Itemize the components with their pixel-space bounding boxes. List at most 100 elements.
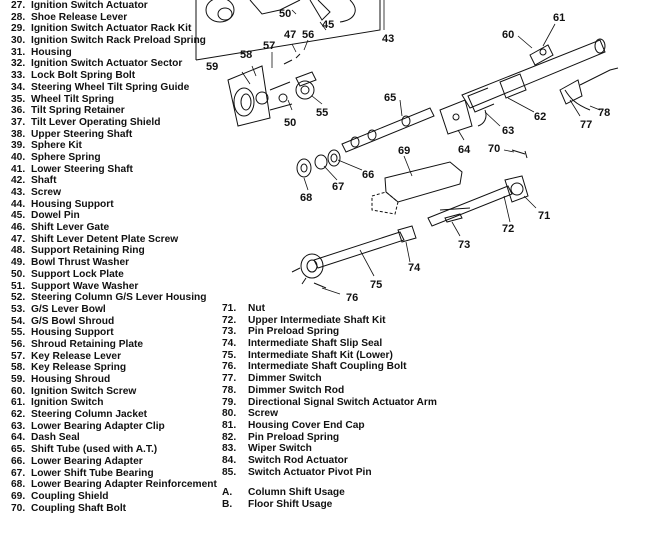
legend-number: 56.	[11, 338, 26, 350]
legend-number: 65.	[11, 444, 26, 456]
legend-item: 27.Ignition Switch Actuator	[11, 0, 217, 12]
legend-item: 82.Pin Preload Spring	[222, 432, 437, 444]
callout-45: 45	[322, 19, 334, 31]
callout-65: 65	[384, 92, 396, 104]
legend-item: 49.Bowl Thrust Washer	[11, 257, 217, 269]
legend-number: 43.	[11, 187, 26, 198]
legend-text: Nut	[248, 303, 265, 314]
legend-number: A.	[222, 487, 233, 498]
legend-item: 79.Directional Signal Switch Actuator Ar…	[222, 397, 437, 409]
legend-item: 47.Shift Lever Detent Plate Screw	[11, 234, 217, 246]
legend-number: 41.	[11, 163, 26, 175]
callout-71: 71	[538, 210, 550, 222]
dash-seal-64	[439, 99, 487, 135]
housing-shroud-59	[227, 53, 317, 127]
legend-item: 48. Support Retaining Ring	[11, 245, 217, 257]
legend-item: 80.Screw	[222, 408, 437, 420]
legend-item: 57.Key Release Lever	[11, 351, 217, 363]
legend-number: 63.	[11, 420, 26, 432]
legend-text: Directional Signal Switch Actuator Arm	[248, 396, 437, 408]
callout-62: 62	[534, 111, 546, 123]
legend-number: 35.	[11, 93, 26, 105]
legend-number: 55.	[11, 327, 26, 339]
callout-59: 59	[206, 61, 218, 73]
callout-60: 60	[502, 29, 514, 41]
legend-text: G/S Bowl Shroud	[31, 315, 115, 327]
legend-text: Screw	[248, 408, 279, 420]
legend-text: Lower Bearing Adapter Reinforcement	[31, 479, 217, 491]
legend-item: 72.Upper Intermediate Shaft Kit	[222, 315, 437, 327]
legend-item: 68.Lower Bearing Adapter Reinforcement	[11, 479, 217, 491]
legend-item: 32.Ignition Switch Actuator Sector	[11, 58, 217, 70]
legend-number: 62.	[11, 409, 26, 421]
legend-text: Support Lock Plate	[31, 268, 124, 280]
callout-43: 43	[382, 33, 394, 45]
legend-item: 65. Shift Tube (used with A.T.)	[11, 444, 217, 456]
legend-text: Wheel Tilt Spring	[31, 93, 115, 105]
legend-text: Shaft	[31, 175, 57, 187]
legend-number: 64.	[11, 432, 26, 444]
callout-67: 67	[332, 181, 344, 193]
legend-item: 42.Shaft	[11, 175, 217, 187]
legend-item: 37.Tilt Lever Operating Shield	[11, 117, 217, 129]
legend-number: 81.	[222, 419, 237, 431]
legend-text: Shift Tube (used with A.T.)	[31, 444, 158, 456]
legend-number: 49.	[11, 257, 26, 269]
usage-note-item: B.Floor Shift Usage	[222, 499, 345, 511]
legend-number: 27.	[11, 0, 26, 11]
legend-item: 52.Steering Column G/S Lever Housing	[11, 292, 217, 304]
legend-item: 30.Ignition Switch Rack Preload Spring	[11, 35, 217, 47]
legend-item: 50.Support Lock Plate	[11, 269, 217, 281]
legend-item: 69.Coupling Shield	[11, 491, 217, 503]
legend-text: Intermediate Shaft Coupling Bolt	[248, 361, 407, 373]
legend-item: 70.Coupling Shaft Bolt	[11, 503, 217, 515]
legend-number: 44.	[11, 198, 26, 210]
usage-note-item: A.Column Shift Usage	[222, 487, 345, 499]
legend-text: G/S Lever Bowl	[31, 303, 106, 315]
lower-bearing-parts	[296, 149, 341, 178]
callout-69: 69	[398, 145, 410, 157]
legend-number: 29.	[11, 23, 26, 35]
legend-number: 67.	[11, 467, 26, 479]
legend-number: 57.	[11, 350, 26, 362]
legend-item: 78.Dimmer Switch Rod	[222, 385, 437, 397]
callout-58: 58	[240, 49, 252, 61]
legend-text: Support Retaining Ring	[31, 245, 145, 257]
legend-text: Shoe Release Lever	[31, 11, 128, 23]
legend-text: Steering Wheel Tilt Spring Guide	[31, 81, 190, 93]
legend-item: 34.Steering Wheel Tilt Spring Guide	[11, 82, 217, 94]
callout-50: 50	[279, 8, 291, 20]
legend-text: Lock Bolt Spring Bolt	[31, 70, 136, 82]
legend-number: 69.	[11, 490, 26, 502]
callout-66: 66	[362, 169, 374, 181]
upper-housing-group	[195, 0, 381, 61]
legend-number: 84.	[222, 454, 237, 466]
legend-item: 67.Lower Shift Tube Bearing	[11, 468, 217, 480]
legend-item: 77.Dimmer Switch	[222, 373, 437, 385]
legend-number: 52.	[11, 292, 26, 304]
legend-item: 31.Housing	[11, 47, 217, 59]
legend-text: Shroud Retaining Plate	[31, 338, 144, 350]
legend-text: Lower Bearing Adapter Clip	[31, 420, 165, 432]
legend-number: 48.	[11, 245, 26, 257]
legend-text: Upper Steering Shaft	[31, 128, 133, 140]
legend-item: 76.Intermediate Shaft Coupling Bolt	[222, 361, 437, 373]
legend-item: 81.Housing Cover End Cap	[222, 420, 437, 432]
steering-column-jacket-62	[461, 38, 619, 113]
legend-number: 46.	[11, 222, 26, 234]
legend-item: 61.Ignition Switch	[11, 397, 217, 409]
callout-47: 47	[284, 29, 296, 41]
legend-number: 54.	[11, 315, 26, 327]
callout-77: 77	[580, 119, 592, 131]
callout-57: 57	[263, 40, 275, 52]
legend-text: Ignition Switch Screw	[31, 385, 137, 397]
legend-text: Sphere Spring	[31, 151, 101, 163]
legend-number: 77.	[222, 373, 237, 385]
legend-number: 37.	[11, 116, 26, 128]
legend-item: 84.Switch Rod Actuator	[222, 455, 437, 467]
legend-text: Ignition Switch Actuator Rack Kit	[31, 23, 192, 35]
legend-item: 39.Sphere Kit	[11, 140, 217, 152]
legend-number: 70.	[11, 502, 26, 514]
